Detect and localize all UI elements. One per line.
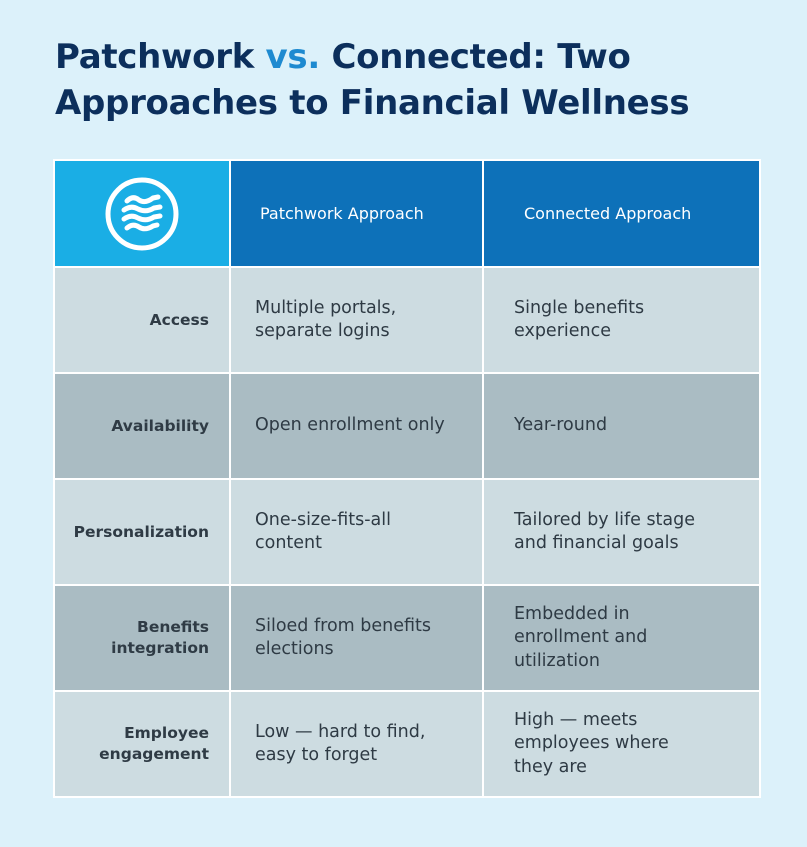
patchwork-text: One-size-fits-all	[255, 509, 391, 530]
page-title: Patchwork vs. Connected: Two Approaches …	[55, 34, 775, 126]
connected-text: Single benefits	[514, 297, 645, 318]
header-connected-label: Connected Approach	[524, 204, 692, 223]
row-label-line: Access	[149, 310, 209, 329]
patchwork-text: separate logins	[255, 321, 390, 341]
title-connected: Connected: Two Approaches to Financial W…	[55, 37, 690, 123]
table-row-employee-engagement: Employee engagement Low — hard to find, …	[53, 690, 761, 798]
row-label-line: engagement	[99, 745, 209, 763]
connected-cell: Year-round	[482, 372, 761, 480]
title-patchwork: Patchwork	[55, 37, 266, 77]
patchwork-text: elections	[255, 639, 334, 659]
table-row-benefits-integration: Benefits integration Siloed from benefit…	[53, 584, 761, 692]
row-label: Availability	[53, 372, 231, 480]
patchwork-text: content	[255, 533, 323, 553]
row-label-line: Personalization	[73, 522, 209, 541]
connected-text: High — meets	[514, 709, 638, 730]
patchwork-cell: Siloed from benefits elections	[229, 584, 484, 692]
row-label-line: Employee	[124, 724, 209, 742]
table-row-access: Access Multiple portals, separate logins…	[53, 266, 761, 374]
header-connected: Connected Approach	[482, 159, 761, 268]
patchwork-cell: Low — hard to find, easy to forget	[229, 690, 484, 798]
row-label-line: Availability	[111, 416, 209, 435]
row-label: Benefits integration	[53, 584, 231, 692]
row-label-line: integration	[111, 639, 209, 657]
comparison-table: Patchwork Approach Connected Approach Ac…	[53, 159, 761, 798]
connected-cell: Embedded in enrollment and utilization	[482, 584, 761, 692]
connected-text: Year-round	[514, 415, 608, 436]
header-patchwork: Patchwork Approach	[229, 159, 484, 268]
header-patchwork-label: Patchwork Approach	[260, 204, 424, 223]
patchwork-text: Siloed from benefits	[255, 615, 431, 636]
connected-text: utilization	[514, 650, 600, 671]
patchwork-text: Open enrollment only	[255, 415, 445, 436]
connected-text: employees where	[514, 733, 669, 754]
table-header-row: Patchwork Approach Connected Approach	[53, 159, 761, 268]
connected-text: they are	[514, 756, 587, 777]
row-label: Access	[53, 266, 231, 374]
row-label-line: Benefits	[137, 618, 209, 636]
patchwork-cell: One-size-fits-all content	[229, 478, 484, 586]
connected-cell: Tailored by life stage and financial goa…	[482, 478, 761, 586]
connected-text: Embedded in	[514, 603, 630, 624]
logo-cell	[53, 159, 231, 268]
connected-text: enrollment and	[514, 627, 648, 648]
connected-cell: High — meets employees where they are	[482, 690, 761, 798]
patchwork-cell: Open enrollment only	[229, 372, 484, 480]
patchwork-text: Low — hard to find,	[255, 721, 426, 742]
patchwork-cell: Multiple portals, separate logins	[229, 266, 484, 374]
connected-cell: Single benefits experience	[482, 266, 761, 374]
row-label: Personalization	[53, 478, 231, 586]
row-label: Employee engagement	[53, 690, 231, 798]
connected-text: and financial goals	[514, 533, 679, 553]
brand-logo-icon	[105, 177, 179, 250]
table-row-availability: Availability Open enrollment only Year-r…	[53, 372, 761, 480]
title-vs: vs.	[265, 37, 321, 77]
patchwork-text: Multiple portals,	[255, 297, 397, 318]
connected-text: experience	[514, 321, 611, 341]
patchwork-text: easy to forget	[255, 745, 378, 765]
connected-text: Tailored by life stage	[514, 509, 696, 530]
table-row-personalization: Personalization One-size-fits-all conten…	[53, 478, 761, 586]
